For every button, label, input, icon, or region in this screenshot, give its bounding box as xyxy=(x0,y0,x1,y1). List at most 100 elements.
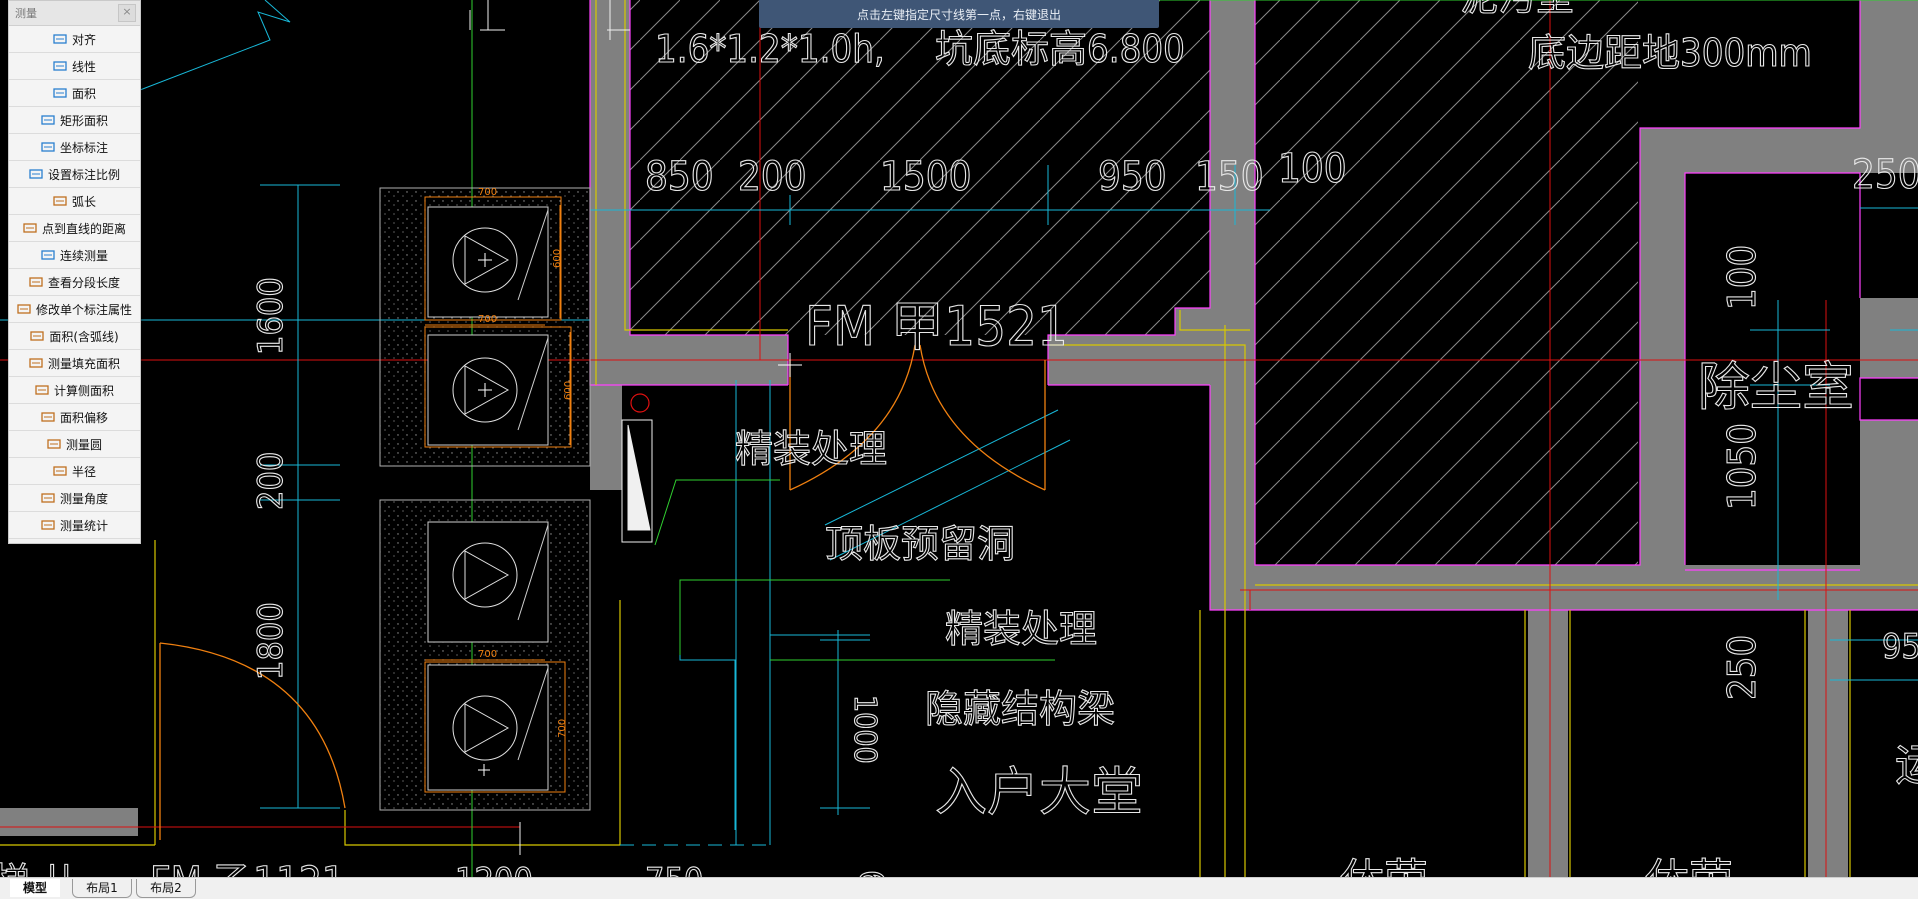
panel-item-label: 查看分段长度 xyxy=(47,275,120,290)
tab-layout2[interactable]: 布局2 xyxy=(136,879,196,898)
panel-item-circle[interactable]: 测量圆 xyxy=(9,431,140,458)
dim-200-left: 200 xyxy=(251,452,291,510)
edge-distance-label: 底边距地300mm xyxy=(1528,31,1812,75)
svg-text:700: 700 xyxy=(557,719,568,738)
panel-titlebar[interactable]: 测量 × xyxy=(9,1,140,26)
panel-item-label: 修改单个标注属性 xyxy=(35,302,132,317)
panel-item-align-dimension[interactable]: 对齐 xyxy=(9,26,140,53)
panel-item-label: 测量填充面积 xyxy=(47,356,120,371)
fan-2 xyxy=(424,326,572,448)
panel-item-linear-dimension[interactable]: 线性 xyxy=(9,53,140,80)
panel-item-label: 点到直线的距离 xyxy=(41,221,126,236)
dim-1000: 1000 xyxy=(847,695,882,764)
dim-250-right: 250 xyxy=(1720,635,1764,700)
dim-100-right: 100 xyxy=(1720,245,1764,310)
angle-icon xyxy=(41,492,55,504)
dim-1050: 1050 xyxy=(1720,423,1764,510)
svg-text:700: 700 xyxy=(478,314,497,325)
axis-lines xyxy=(0,0,1918,877)
dim-950: 950 xyxy=(1098,154,1167,200)
panel-item-arc-area[interactable]: 面积(含弧线) xyxy=(9,323,140,350)
panel-title: 测量 xyxy=(15,7,37,20)
dim-950-right: 950 xyxy=(1882,627,1918,667)
panel-item-area[interactable]: 面积 xyxy=(9,80,140,107)
cad-drawing-canvas[interactable]: 700 700 700 600 600 700 1.6*1.2*1.0h, 坑底… xyxy=(0,0,1918,877)
edit-dimension-icon xyxy=(17,303,31,315)
panel-item-label: 连续测量 xyxy=(59,248,108,263)
dim-200: 200 xyxy=(738,154,807,200)
tab-model[interactable]: 模型 xyxy=(10,879,60,897)
align-dimension-icon xyxy=(53,33,67,45)
layout-tab-bar: 模型 布局1 布局2 xyxy=(0,877,1918,899)
panel-item-coordinate[interactable]: 坐标标注 xyxy=(9,134,140,161)
panel-item-point-to-line[interactable]: 点到直线的距离 xyxy=(9,215,140,242)
panel-item-label: 设置标注比例 xyxy=(47,167,120,182)
panel-item-scale[interactable]: 设置标注比例 xyxy=(9,161,140,188)
circle-icon xyxy=(47,438,61,450)
door-tag: FM 甲1521 xyxy=(805,295,1068,358)
panel-item-label: 面积(含弧线) xyxy=(49,329,119,344)
room-label-bottom-b: 休荣 xyxy=(1645,855,1733,877)
panel-item-segment-length[interactable]: 查看分段长度 xyxy=(9,269,140,296)
room-label-bottom-left: 梯 儿 xyxy=(0,860,79,877)
dim-1800: 1800 xyxy=(251,602,291,680)
crosshair-cursor xyxy=(778,353,802,377)
arc-area-icon xyxy=(30,330,44,342)
panel-item-label: 测量角度 xyxy=(59,491,108,506)
finish-label-1: 精装处理 xyxy=(735,427,887,471)
area-icon xyxy=(53,87,67,99)
wall-outlines xyxy=(589,0,1918,611)
panel-item-label: 半径 xyxy=(71,464,96,479)
bottom-door-tag: FM 乙1121 xyxy=(150,859,345,877)
panel-item-rectangle-area[interactable]: 矩形面积 xyxy=(9,107,140,134)
panel-item-label: 矩形面积 xyxy=(59,113,108,128)
panel-item-label: 弧长 xyxy=(71,194,96,209)
panel-item-area-offset[interactable]: 面积偏移 xyxy=(9,404,140,431)
side-area-icon xyxy=(35,384,49,396)
statistics-icon xyxy=(41,519,55,531)
command-prompt-banner: 点击左键指定尺寸线第一点，右键退出 xyxy=(759,0,1159,28)
panel-item-side-area[interactable]: 计算侧面积 xyxy=(9,377,140,404)
panel-item-angle[interactable]: 测量角度 xyxy=(9,485,140,512)
fan-3 xyxy=(427,521,549,643)
panel-item-radius[interactable]: 半径 xyxy=(9,458,140,485)
yellow-lines xyxy=(0,0,1918,877)
door-swings xyxy=(159,344,1046,840)
dim-1500: 1500 xyxy=(880,154,972,200)
panel-item-label: 面积 xyxy=(71,86,96,101)
close-icon[interactable]: × xyxy=(118,4,136,22)
panel-item-arc-length[interactable]: 弧长 xyxy=(9,188,140,215)
panel-item-label: 测量圆 xyxy=(65,437,102,452)
linear-dimension-icon xyxy=(53,60,67,72)
panel-item-label: 坐标标注 xyxy=(59,140,108,155)
dim-1200: 1200 xyxy=(455,861,533,877)
svg-text:600: 600 xyxy=(563,381,574,400)
panel-item-continuous-measure[interactable]: 连续测量 xyxy=(9,242,140,269)
rectangle-area-icon xyxy=(41,114,55,126)
dim-6: 6 xyxy=(851,870,891,877)
drawing-labels: 1.6*1.2*1.0h, 坑底标高6.800 底边距地300mm 泥污室 85… xyxy=(0,0,1918,877)
radius-icon xyxy=(53,465,67,477)
dim-750: 750 xyxy=(645,861,703,877)
ceiling-opening-label: 顶板预留洞 xyxy=(825,522,1015,566)
white-lines xyxy=(469,0,653,855)
room-label-right-edge: 运 xyxy=(1895,740,1918,791)
room-name-top: 泥污室 xyxy=(1460,0,1574,19)
arc-length-icon xyxy=(53,195,67,207)
tab-layout1[interactable]: 布局1 xyxy=(72,879,132,898)
panel-item-statistics[interactable]: 测量统计 xyxy=(9,512,140,539)
scale-icon xyxy=(29,168,43,180)
panel-item-label: 线性 xyxy=(71,59,96,74)
dim-100: 100 xyxy=(1278,146,1347,192)
dim-850: 850 xyxy=(645,154,714,200)
fan-4 xyxy=(424,661,566,793)
svg-text:700: 700 xyxy=(478,649,497,660)
lobby-label: 入户大堂 xyxy=(935,763,1143,823)
area-offset-icon xyxy=(41,411,55,423)
panel-item-list: 对齐线性面积矩形面积坐标标注设置标注比例弧长点到直线的距离连续测量查看分段长度修… xyxy=(9,26,140,539)
panel-item-hatch-area[interactable]: 测量填充面积 xyxy=(9,350,140,377)
dust-room-label: 除尘室 xyxy=(1698,358,1854,418)
panel-item-edit-dimension[interactable]: 修改单个标注属性 xyxy=(9,296,140,323)
walls xyxy=(0,0,1918,877)
svg-text:700: 700 xyxy=(478,187,497,198)
